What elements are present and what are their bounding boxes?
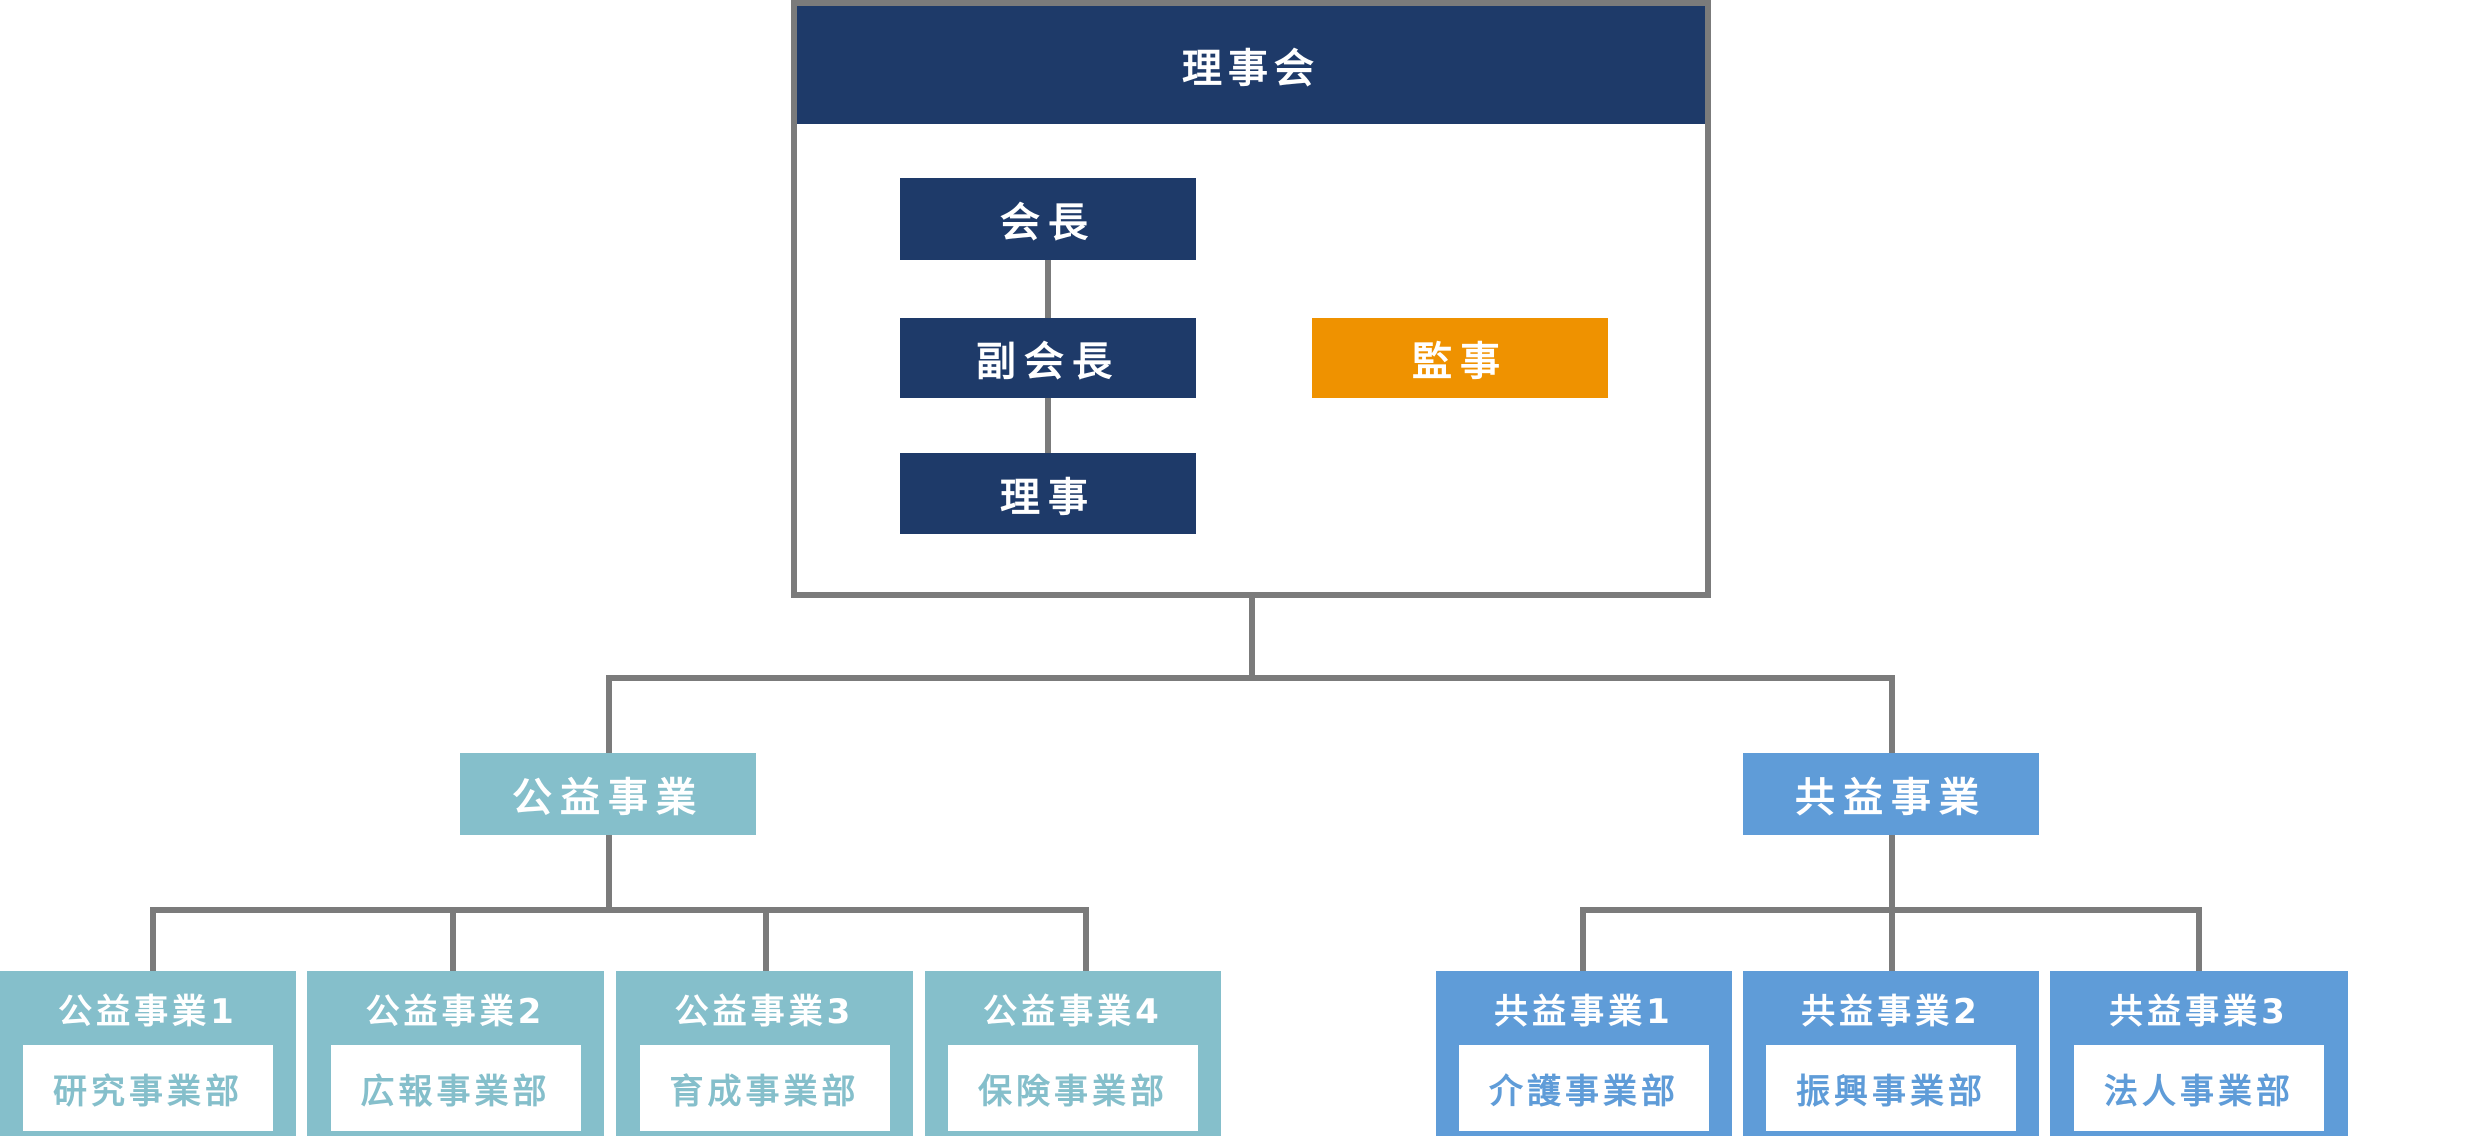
director-box: 理事 [900, 453, 1196, 534]
unit-title: 共益事業2 [1801, 991, 1981, 1032]
unit-dept: 育成事業部 [639, 1045, 890, 1131]
public-unit-2: 公益事業2 広報事業部 [307, 971, 604, 1136]
unit-dept: 振興事業部 [1766, 1045, 2016, 1131]
board-title: 理事会 [797, 6, 1705, 124]
vice-chair-box: 副会長 [900, 318, 1196, 398]
public-unit-1: 公益事業1 研究事業部 [0, 971, 296, 1136]
connector-mutual-down [1889, 835, 1895, 913]
chair-box: 会長 [900, 178, 1196, 260]
connector-to-mutual [1889, 675, 1895, 755]
unit-title: 公益事業2 [365, 991, 546, 1032]
unit-title: 共益事業1 [1494, 991, 1674, 1032]
mutual-unit-3: 共益事業3 法人事業部 [2050, 971, 2348, 1136]
connector-vice-director [1045, 398, 1051, 453]
connector-board-down [1249, 598, 1255, 681]
connector-to-public [606, 675, 612, 755]
connector-public-1 [150, 907, 156, 973]
connector-public-3 [763, 907, 769, 973]
connector-public-2 [450, 907, 456, 973]
public-business-box: 公益事業 [460, 753, 756, 835]
connector-mutual-3 [2196, 907, 2202, 973]
connector-mutual-2 [1889, 907, 1895, 973]
connector-mutual-1 [1580, 907, 1586, 973]
unit-title: 共益事業3 [2109, 991, 2289, 1032]
connector-public-down [606, 835, 612, 913]
unit-dept: 研究事業部 [23, 1045, 273, 1131]
unit-dept: 法人事業部 [2074, 1045, 2324, 1131]
unit-title: 公益事業4 [983, 991, 1163, 1032]
mutual-unit-2: 共益事業2 振興事業部 [1743, 971, 2039, 1136]
mutual-unit-1: 共益事業1 介護事業部 [1436, 971, 1732, 1136]
connector-public-4 [1083, 907, 1089, 973]
connector-chair-vice [1045, 260, 1051, 318]
connector-public-horizontal [150, 907, 1089, 913]
mutual-business-box: 共益事業 [1743, 753, 2039, 835]
auditor-box: 監事 [1312, 318, 1608, 398]
unit-dept: 広報事業部 [330, 1045, 581, 1131]
unit-dept: 保険事業部 [948, 1045, 1198, 1131]
public-unit-3: 公益事業3 育成事業部 [616, 971, 913, 1136]
unit-title: 公益事業1 [58, 991, 238, 1032]
connector-main-horizontal [606, 675, 1895, 681]
public-unit-4: 公益事業4 保険事業部 [925, 971, 1221, 1136]
unit-title: 公益事業3 [674, 991, 855, 1032]
unit-dept: 介護事業部 [1459, 1045, 1709, 1131]
